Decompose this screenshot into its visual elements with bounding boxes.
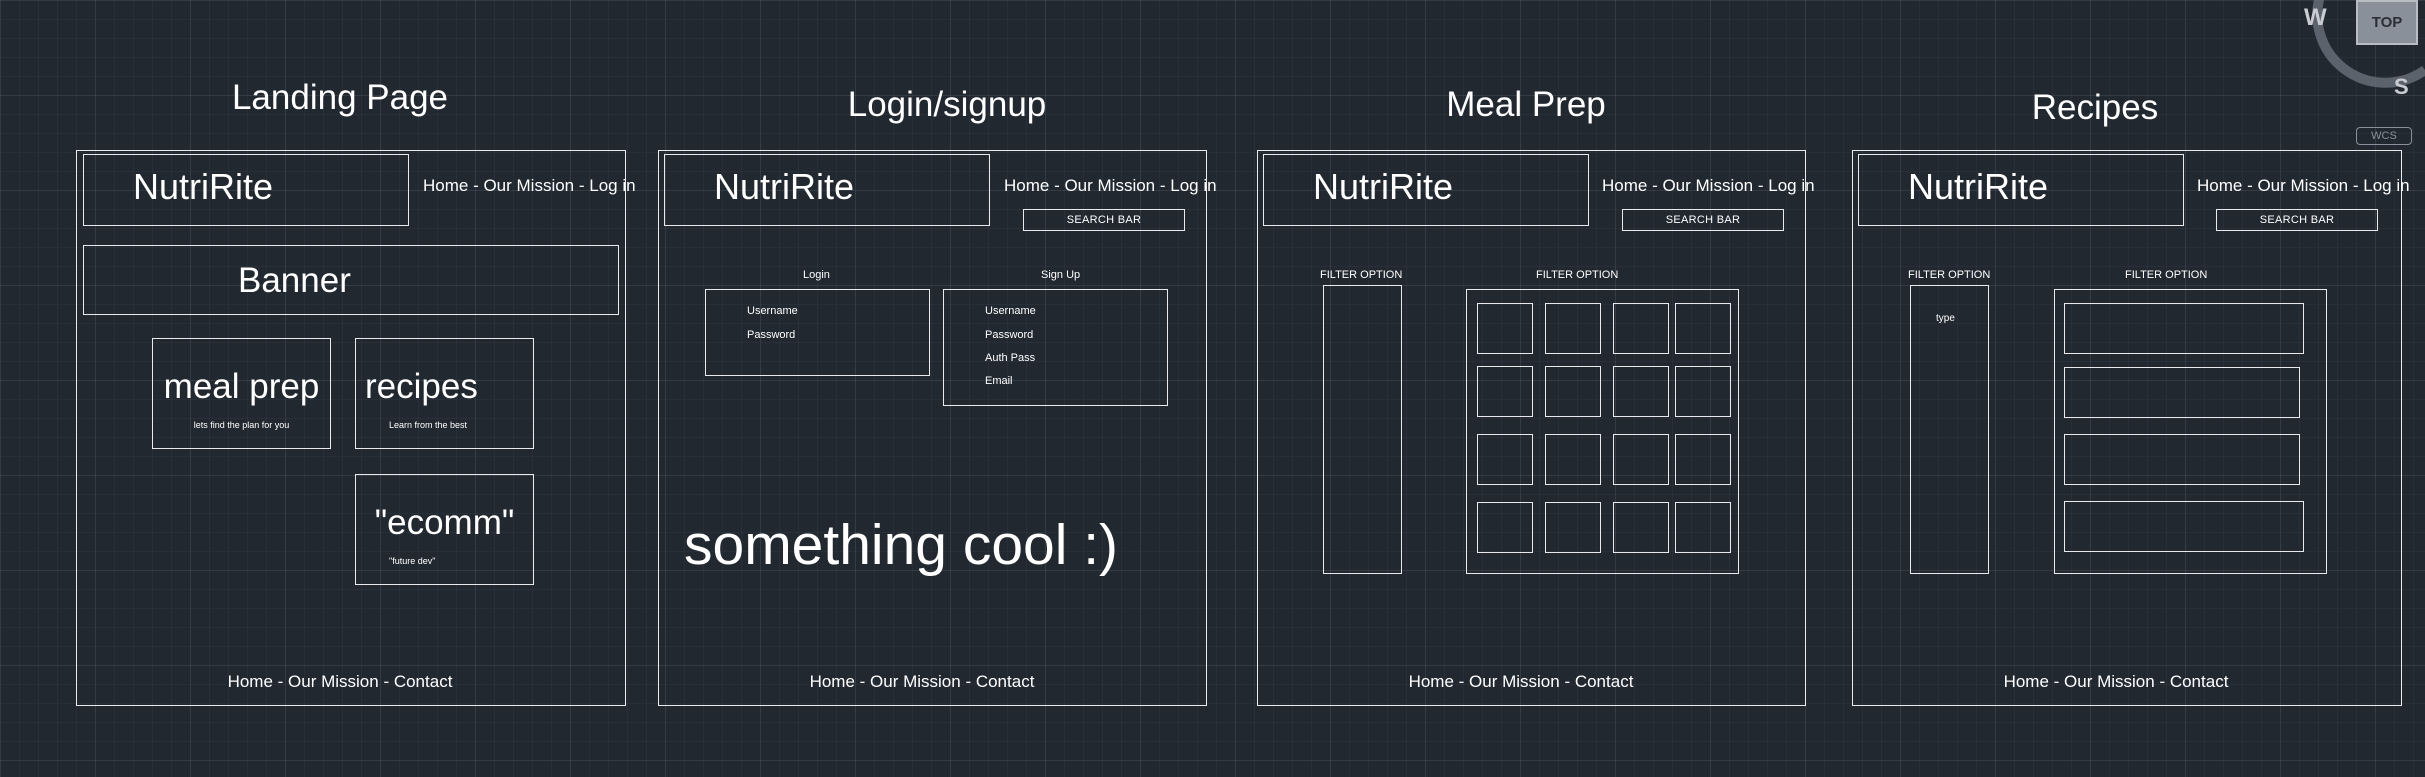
signup-password-field[interactable]: Password [985, 329, 1034, 341]
signup-authpass-field[interactable]: Auth Pass [985, 352, 1036, 364]
meal-prep-tile[interactable] [1613, 502, 1669, 553]
landing-banner [83, 245, 619, 315]
viewcube-compass-ring[interactable] [2300, 0, 2425, 110]
meal-prep-tile[interactable] [1545, 303, 1601, 354]
recipes-list-panel [2054, 289, 2327, 574]
meal-prep-tile[interactable] [1545, 434, 1601, 485]
viewcube[interactable]: W TOP S WCS [2300, 0, 2425, 150]
meal-prep-tile[interactable] [1477, 502, 1533, 553]
recipes-filter-panel[interactable] [1910, 285, 1989, 574]
recipes-card-title: recipes [365, 367, 478, 406]
recipes-filter-type[interactable]: type [1936, 313, 1955, 324]
login-logo-box [664, 154, 990, 226]
login-brand: NutriRite [714, 166, 855, 207]
recipes-brand: NutriRite [1908, 166, 2049, 207]
recipes-list-item[interactable] [2064, 367, 2300, 418]
landing-logo-box [83, 154, 409, 226]
meal-prep-brand: NutriRite [1313, 166, 1454, 207]
signup-username-field[interactable]: Username [985, 305, 1036, 317]
recipes-page-title: Recipes [2031, 88, 2159, 127]
login-form-label: Login [803, 269, 830, 281]
meal-prep-filter-panel[interactable] [1323, 285, 1402, 574]
meal-prep-footer[interactable]: Home - Our Mission - Contact [1408, 672, 1634, 691]
meal-prep-tile[interactable] [1675, 366, 1731, 417]
landing-frame [76, 150, 626, 706]
login-nav[interactable]: Home - Our Mission - Log in [1004, 176, 1217, 195]
ecomm-card-title: "ecomm" [374, 503, 515, 542]
meal-prep-tile[interactable] [1613, 303, 1669, 354]
landing-banner-label: Banner [238, 261, 351, 300]
recipes-list-item[interactable] [2064, 434, 2300, 485]
ecomm-card[interactable] [355, 474, 534, 585]
recipes-search-label: SEARCH BAR [2259, 214, 2335, 226]
meal-prep-nav[interactable]: Home - Our Mission - Log in [1602, 176, 1815, 195]
something-cool-text: something cool :) [684, 513, 1119, 577]
viewcube-south-label[interactable]: S [2394, 74, 2409, 99]
login-search-bar[interactable]: SEARCH BAR [1023, 209, 1185, 231]
signup-form-label: Sign Up [1041, 269, 1081, 281]
recipes-list-item[interactable] [2064, 303, 2304, 354]
meal-prep-tile[interactable] [1477, 434, 1533, 485]
meal-prep-grid-label: FILTER OPTION [1536, 269, 1619, 281]
meal-prep-grid-panel [1466, 289, 1739, 574]
meal-prep-card-title: meal prep [163, 367, 320, 406]
meal-prep-search-bar[interactable]: SEARCH BAR [1622, 209, 1784, 231]
ecomm-card-subtitle: "future dev" [389, 556, 436, 566]
recipes-frame [1852, 150, 2402, 706]
meal-prep-tile[interactable] [1545, 502, 1601, 553]
recipes-search-bar[interactable]: SEARCH BAR [2216, 209, 2378, 231]
recipes-footer[interactable]: Home - Our Mission - Contact [2003, 672, 2229, 691]
meal-prep-logo-box [1263, 154, 1589, 226]
landing-footer[interactable]: Home - Our Mission - Contact [227, 672, 453, 691]
landing-page-title: Landing Page [231, 78, 449, 117]
meal-prep-tile[interactable] [1477, 303, 1533, 354]
login-username-field[interactable]: Username [747, 305, 798, 317]
meal-prep-page-title: Meal Prep [1446, 85, 1606, 124]
landing-nav[interactable]: Home - Our Mission - Log in [423, 176, 636, 195]
recipes-logo-box [1858, 154, 2184, 226]
recipes-filter-label: FILTER OPTION [1908, 269, 1991, 281]
login-page-title: Login/signup [847, 85, 1047, 124]
meal-prep-tile[interactable] [1675, 303, 1731, 354]
meal-prep-frame [1257, 150, 1806, 706]
meal-prep-search-label: SEARCH BAR [1665, 214, 1741, 226]
recipes-list-label: FILTER OPTION [2125, 269, 2208, 281]
meal-prep-tile[interactable] [1613, 366, 1669, 417]
login-frame [658, 150, 1207, 706]
landing-brand: NutriRite [133, 166, 274, 207]
meal-prep-filter-label: FILTER OPTION [1320, 269, 1403, 281]
meal-prep-card[interactable] [152, 338, 331, 449]
viewcube-top-label: TOP [2371, 14, 2403, 31]
recipes-card[interactable] [355, 338, 534, 449]
viewcube-west-label[interactable]: W [2304, 4, 2327, 31]
login-search-label: SEARCH BAR [1066, 214, 1142, 226]
signup-email-field[interactable]: Email [985, 375, 1013, 387]
meal-prep-tile[interactable] [1675, 434, 1731, 485]
signup-form [943, 289, 1168, 406]
login-form [705, 289, 930, 376]
recipes-nav[interactable]: Home - Our Mission - Log in [2197, 176, 2410, 195]
meal-prep-tile[interactable] [1675, 502, 1731, 553]
viewcube-top-face[interactable]: TOP [2356, 0, 2418, 45]
meal-prep-card-subtitle: lets find the plan for you [193, 420, 290, 430]
login-footer[interactable]: Home - Our Mission - Contact [809, 672, 1035, 691]
login-password-field[interactable]: Password [747, 329, 796, 341]
wcs-label: WCS [2371, 130, 2397, 142]
recipes-card-subtitle: Learn from the best [389, 420, 468, 430]
meal-prep-tile[interactable] [1545, 366, 1601, 417]
meal-prep-tile[interactable] [1613, 434, 1669, 485]
wcs-menu-button[interactable]: WCS [2356, 127, 2412, 145]
recipes-list-item[interactable] [2064, 501, 2304, 552]
meal-prep-tile[interactable] [1477, 366, 1533, 417]
